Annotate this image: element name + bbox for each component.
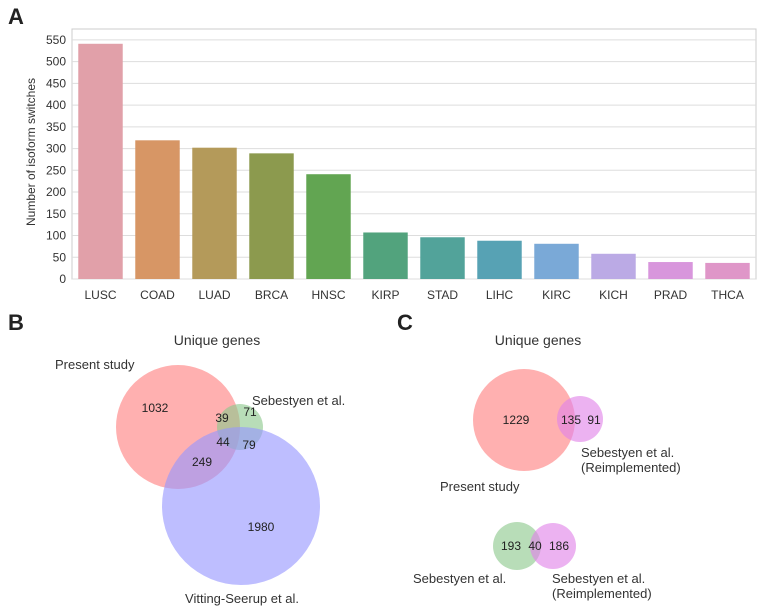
venn-c-bottom-count-reimplemented-only: 186 (549, 539, 569, 553)
bar-chart: 0 50 100 150 200 250 300 350 400 450 500 550 LUSC CO… (24, 28, 757, 302)
venn-b-count-sebestyen-only: 71 (243, 405, 257, 419)
venn-b-count-present-sebestyen: 39 (215, 411, 229, 425)
venn-b-circle-vitting-seerup (162, 427, 320, 585)
venn-diagram-c-bottom: 193 40 186 Sebestyen et al. Sebestyen et… (413, 522, 652, 601)
venn-c-bottom-label-reimplemented-line1: Sebestyen et al. (552, 571, 645, 586)
bar-y-tick-label: 450 (46, 76, 66, 90)
bar-y-ticks: 0 50 100 150 200 250 300 350 400 450 500 550 (46, 33, 66, 286)
venn-b-count-vitting-only: 1980 (248, 520, 275, 534)
bar-lusc (78, 43, 123, 279)
bar-y-tick-label: 200 (46, 185, 66, 199)
venn-c-top-count-present-only: 1229 (503, 413, 530, 427)
bar-x-tick-label: LUAD (198, 288, 230, 302)
bar-x-tick-label: KICH (599, 288, 628, 302)
bar-luad (192, 147, 237, 279)
bar-kirc (534, 243, 579, 279)
bar-kirp (363, 232, 408, 279)
bar-y-tick-label: 300 (46, 142, 66, 156)
bar-kich (591, 253, 636, 279)
bar-y-tick-label: 150 (46, 207, 66, 221)
venn-c-bottom-label-sebestyen: Sebestyen et al. (413, 571, 506, 586)
venn-b-label-present-study: Present study (55, 357, 135, 372)
bar-thca (705, 262, 750, 279)
venn-c-bottom-count-sebestyen-only: 193 (501, 539, 521, 553)
venn-b-count-all-three: 44 (216, 435, 230, 449)
bar-y-tick-label: 250 (46, 163, 66, 177)
bar-series (78, 43, 750, 279)
bar-x-tick-label: HNSC (311, 288, 345, 302)
bar-y-tick-label: 50 (53, 250, 67, 264)
venn-b-count-present-vitting: 249 (192, 455, 212, 469)
venn-c-top-count-both: 135 (561, 413, 581, 427)
venn-c-bottom-circle-sebestyen-reimplemented (530, 523, 576, 569)
venn-diagram-b: Unique genes Present study Sebestyen et … (55, 332, 345, 606)
panel-letter-c: C (397, 310, 413, 335)
venn-c-top-label-present-study: Present study (440, 479, 520, 494)
bar-x-tick-label: COAD (140, 288, 175, 302)
venn-c-top-label-reimplemented-line1: Sebestyen et al. (581, 445, 674, 460)
bar-stad (420, 237, 465, 279)
venn-b-count-sebestyen-vitting: 79 (242, 438, 256, 452)
bar-y-tick-label: 350 (46, 120, 66, 134)
bar-x-tick-label: BRCA (255, 288, 288, 302)
bar-x-tick-label: THCA (711, 288, 744, 302)
bar-hnsc (306, 174, 351, 279)
bar-x-tick-label: LIHC (486, 288, 514, 302)
bar-x-tick-label: PRAD (654, 288, 688, 302)
bar-y-tick-label: 500 (46, 55, 66, 69)
bar-x-ticks: LUSC COAD LUAD BRCA HNSC KIRP STAD LIHC KIRC KICH… (84, 288, 743, 302)
venn-b-label-sebestyen: Sebestyen et al. (252, 393, 345, 408)
venn-c-top-label-reimplemented-line2: (Reimplemented) (581, 460, 681, 475)
bar-y-tick-label: 550 (46, 33, 66, 47)
panel-letter-b: B (8, 310, 24, 335)
bar-y-tick-label: 400 (46, 98, 66, 112)
bar-x-tick-label: LUSC (84, 288, 116, 302)
venn-c-bottom-label-reimplemented-line2: (Reimplemented) (552, 586, 652, 601)
venn-b-title: Unique genes (174, 332, 260, 348)
venn-c-bottom-count-both: 40 (528, 539, 542, 553)
bar-grid (71, 28, 757, 280)
venn-c-title: Unique genes (495, 332, 581, 348)
venn-diagram-c-top: Unique genes 1229 135 91 Present study S… (440, 332, 681, 494)
bar-lihc (477, 240, 522, 279)
bar-x-tick-label: KIRC (542, 288, 571, 302)
venn-c-bottom-circle-sebestyen (493, 522, 541, 570)
bar-x-tick-label: STAD (427, 288, 458, 302)
bar-prad (648, 262, 693, 279)
bar-y-tick-label: 0 (59, 272, 66, 286)
bar-y-tick-label: 100 (46, 229, 66, 243)
panel-letter-a: A (8, 4, 24, 29)
venn-c-top-circle-present-study (473, 369, 575, 471)
venn-b-count-present-only: 1032 (142, 401, 169, 415)
bar-x-tick-label: KIRP (371, 288, 399, 302)
bar-brca (249, 153, 294, 279)
venn-b-label-vitting-seerup: Vitting-Seerup et al. (185, 591, 299, 606)
bar-y-axis-label: Number of isoform switches (24, 78, 38, 226)
venn-c-top-count-reimplemented-only: 91 (587, 413, 601, 427)
bar-coad (135, 140, 180, 279)
venn-c-top-circle-sebestyen-reimplemented (557, 396, 603, 442)
